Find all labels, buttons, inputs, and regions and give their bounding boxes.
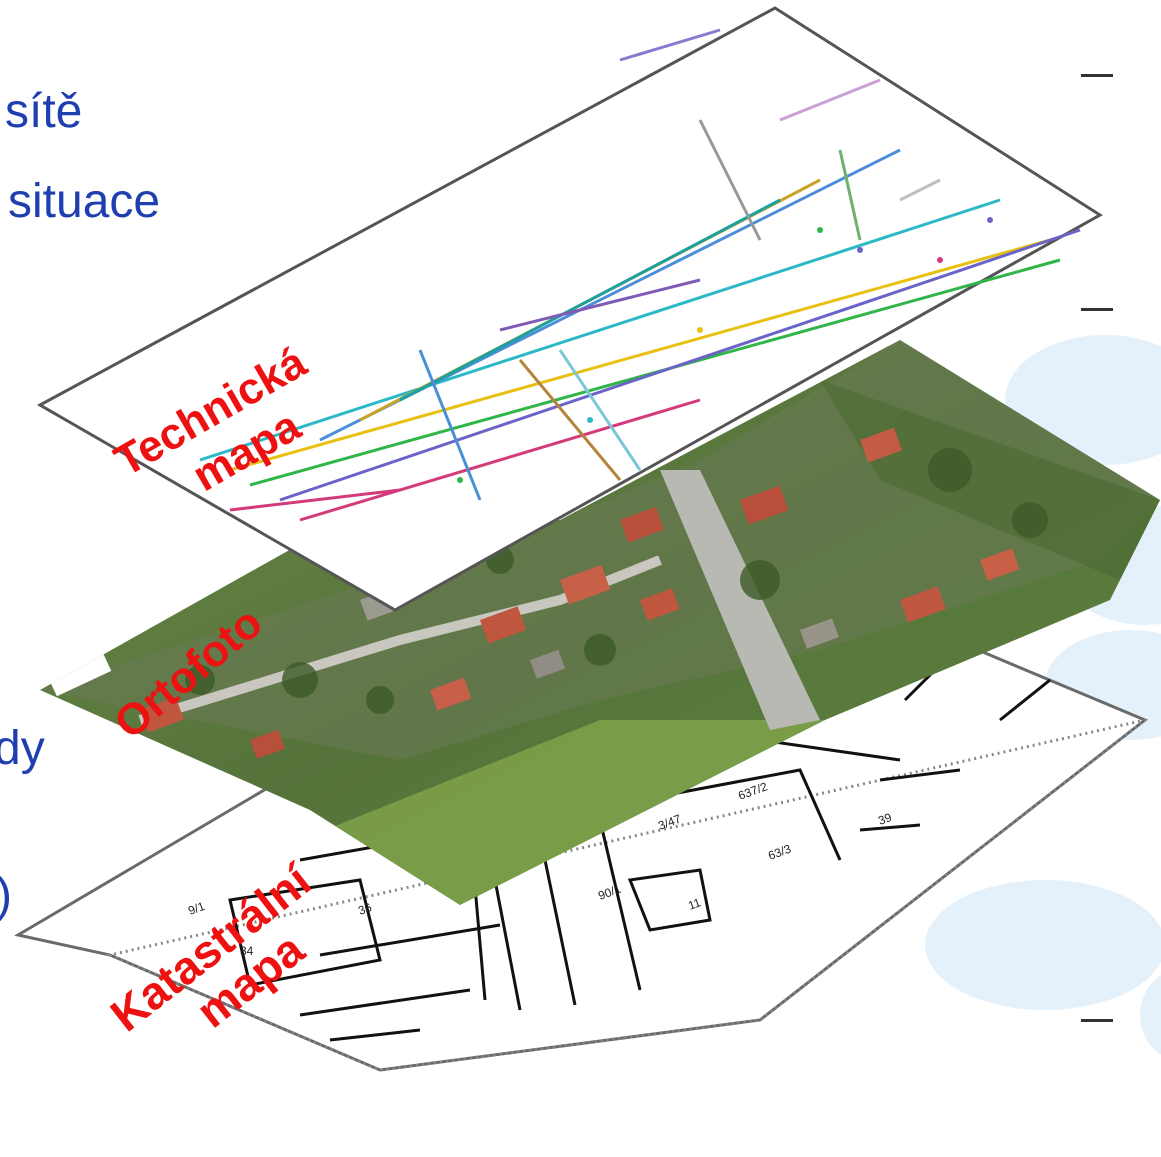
bullet-dash [1081, 1019, 1113, 1022]
bullet-dash [1081, 74, 1113, 77]
orthophoto-imagery [40, 340, 1160, 905]
svg-text:34: 34 [240, 944, 254, 958]
technical-map-utility-lines [199, 28, 1081, 522]
cadastral-map-layer: 9/1 36 34 11 637/2 63/3 3/47 90/1 39 Kat… [13, 618, 1148, 1072]
text-fragment-paren: ) [0, 872, 12, 920]
svg-text:36: 36 [356, 900, 374, 918]
text-fragment-site: sítě [5, 85, 83, 138]
technical-map-dots [457, 217, 993, 483]
background-blob [1140, 970, 1161, 1060]
cadastral-map-sheet-edge [105, 718, 1146, 1072]
svg-text:11: 11 [686, 895, 703, 913]
cadastral-parcel-lines [228, 618, 1051, 1042]
background-blob [925, 880, 1161, 1010]
orthophoto-roofs [139, 427, 1020, 759]
technical-map-layer: Technická mapa [36, 6, 1103, 612]
svg-text:39: 39 [876, 810, 894, 828]
bullet-dash [1081, 308, 1113, 311]
orthophoto-trees [185, 448, 1048, 714]
text-fragment-situace: situace [8, 175, 161, 228]
svg-text:9/1: 9/1 [186, 899, 207, 918]
orthophoto-layer: Ortofoto [40, 340, 1160, 905]
text-fragment-dy: dy [0, 722, 45, 775]
